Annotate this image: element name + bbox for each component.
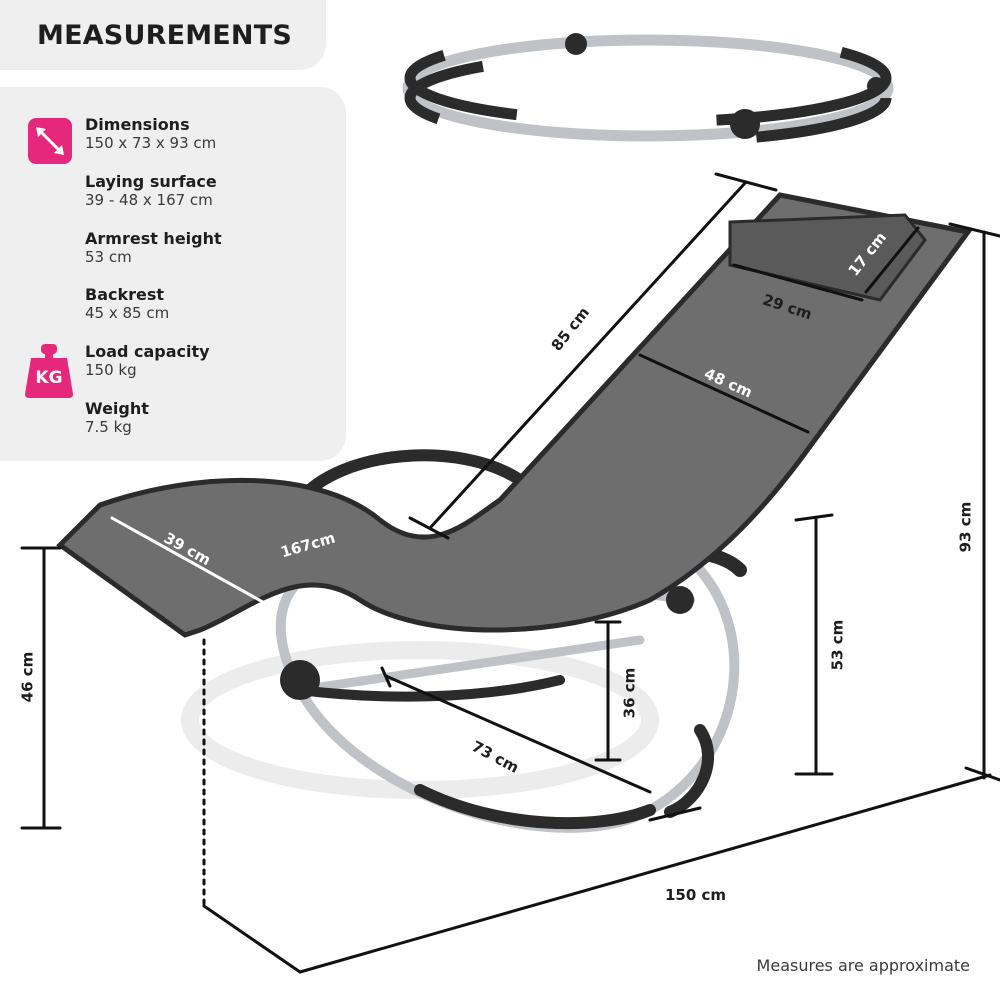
frame-ring-detail xyxy=(402,28,894,148)
kg-weight-icon: KG xyxy=(23,342,75,405)
dimension-lines xyxy=(20,172,1000,974)
spec-label: Weight xyxy=(85,399,149,418)
spec-armrest-height: Armrest height 53 cm xyxy=(85,229,222,266)
footer-note: Measures are approximate xyxy=(756,956,970,975)
spec-dimensions: Dimensions 150 x 73 x 93 cm xyxy=(85,115,216,152)
page-title: MEASUREMENTS xyxy=(37,19,292,51)
spec-panel: KG Dimensions 150 x 73 x 93 cm Laying su… xyxy=(0,87,346,461)
spec-value: 7.5 kg xyxy=(85,418,132,436)
spec-label: Dimensions xyxy=(85,115,190,134)
spec-backrest: Backrest 45 x 85 cm xyxy=(85,285,169,322)
spec-laying-surface: Laying surface 39 - 48 x 167 cm xyxy=(85,172,217,209)
diagonal-arrow-icon xyxy=(28,118,72,169)
kg-label: KG xyxy=(35,368,63,388)
spec-label: Backrest xyxy=(85,285,165,304)
spec-label: Armrest height xyxy=(85,229,222,248)
dim-armrest-height: 53 cm xyxy=(828,619,847,671)
dim-front-height: 46 cm xyxy=(18,651,37,703)
spec-label: Laying surface xyxy=(85,172,217,191)
spec-value: 39 - 48 x 167 cm xyxy=(85,191,213,209)
spec-label: Load capacity xyxy=(85,342,210,361)
dim-total-height: 93 cm xyxy=(956,501,975,553)
spec-weight: Weight 7.5 kg xyxy=(85,399,149,436)
title-banner: MEASUREMENTS xyxy=(0,0,326,70)
spec-value: 150 kg xyxy=(85,361,137,379)
spec-load-capacity: Load capacity 150 kg xyxy=(85,342,210,379)
spec-value: 53 cm xyxy=(85,248,132,266)
dim-total-length: 150 cm xyxy=(665,886,727,904)
spec-value: 150 x 73 x 93 cm xyxy=(85,134,217,152)
dim-seat-clearance: 36 cm xyxy=(620,667,639,719)
spec-value: 45 x 85 cm xyxy=(85,304,170,322)
